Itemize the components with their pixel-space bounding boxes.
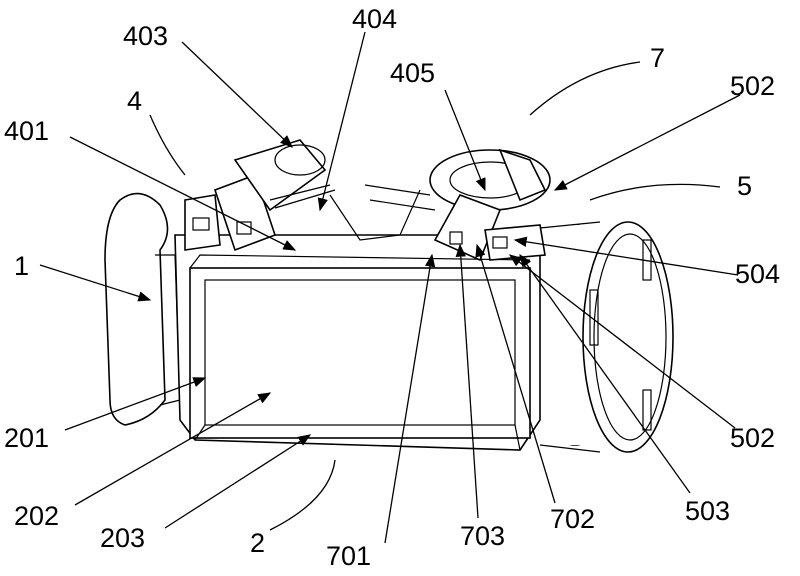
label-7: 7: [650, 43, 665, 73]
leader-1: [39, 264, 152, 302]
reference-labels: 403 404 405 7 502 4 401 5 1 504 201 502 …: [4, 4, 780, 571]
eyecup: [104, 192, 181, 426]
leader-4: [149, 114, 186, 176]
leader-7: [529, 61, 641, 116]
leader-203: [164, 434, 312, 529]
label-502-bottom: 502: [730, 423, 775, 453]
leader-503: [519, 253, 691, 494]
label-203: 203: [100, 523, 145, 553]
leader-5: [589, 183, 721, 201]
leader-lines: [39, 31, 741, 544]
main-body: [174, 234, 541, 451]
leader-202: [74, 392, 272, 506]
label-1: 1: [14, 251, 29, 281]
leader-404: [317, 31, 366, 212]
label-405: 405: [390, 58, 435, 88]
label-401: 401: [4, 116, 49, 146]
leader-201: [64, 377, 207, 431]
leader-401: [69, 136, 297, 251]
label-504: 504: [735, 259, 780, 289]
leader-405: [444, 89, 486, 192]
lens-cylinder: [529, 221, 674, 453]
label-201: 201: [4, 423, 49, 453]
label-502-top: 502: [730, 71, 775, 101]
label-701: 701: [326, 541, 371, 571]
label-202: 202: [14, 501, 59, 531]
label-404: 404: [352, 4, 397, 34]
label-4: 4: [127, 86, 142, 116]
label-702: 702: [550, 504, 595, 534]
leader-703: [455, 243, 479, 519]
label-703: 703: [460, 521, 505, 551]
leader-2: [269, 459, 336, 531]
left-mechanism: [184, 139, 421, 252]
label-403: 403: [123, 21, 168, 51]
label-503: 503: [685, 496, 730, 526]
leader-502a: [553, 94, 741, 191]
leader-702: [475, 243, 556, 504]
label-5: 5: [737, 171, 752, 201]
right-mechanism: [364, 148, 551, 262]
leader-502b: [508, 254, 736, 429]
leader-504: [513, 236, 739, 276]
leader-701: [384, 253, 436, 544]
label-2: 2: [250, 528, 265, 558]
leader-403: [181, 41, 293, 148]
